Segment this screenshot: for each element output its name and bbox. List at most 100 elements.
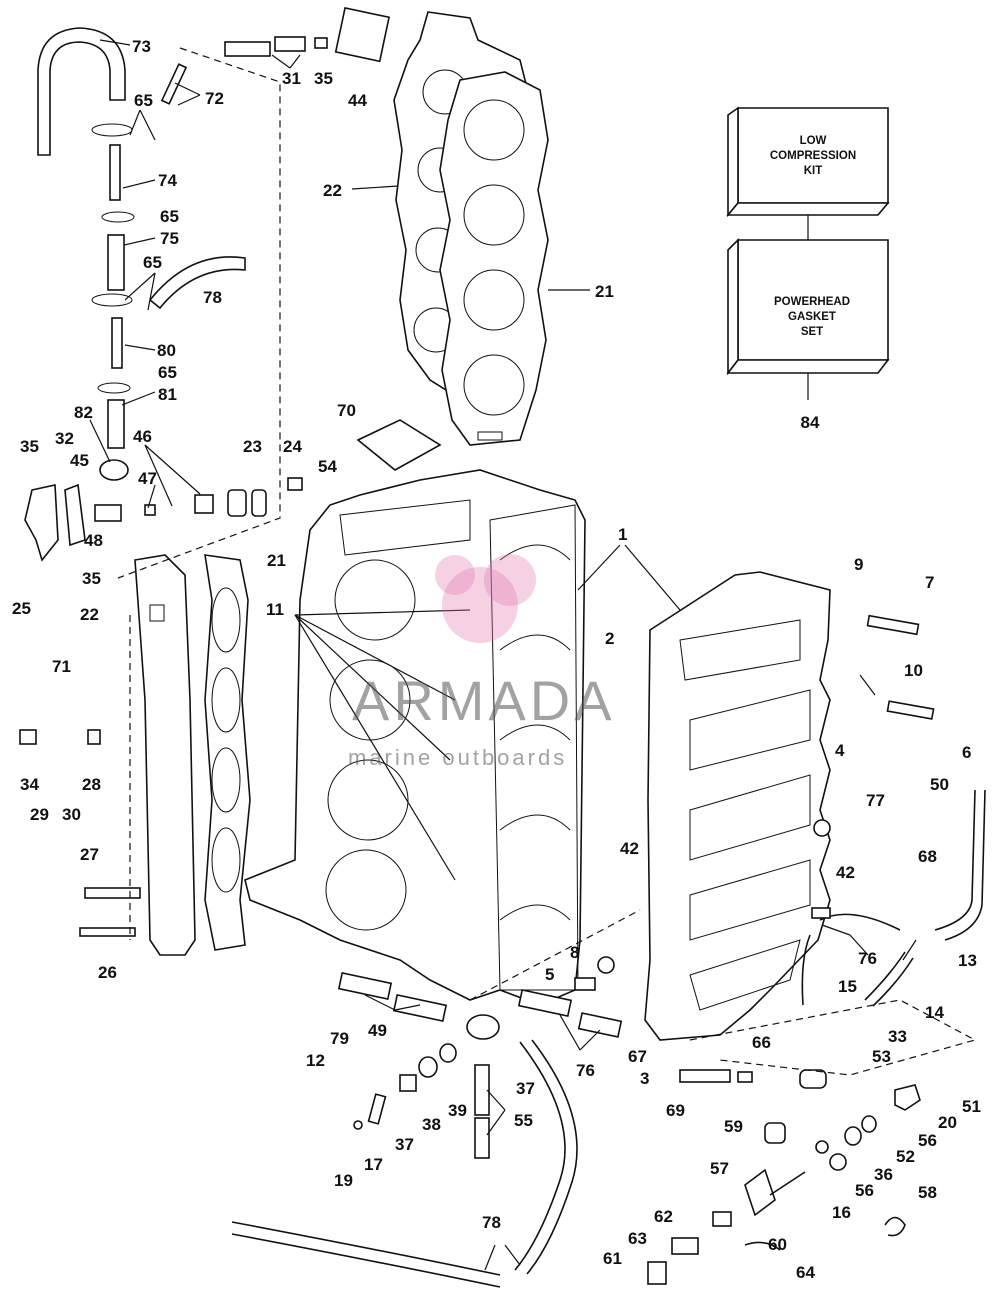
callout-53: 53 [872, 1047, 891, 1066]
callout-25: 25 [12, 599, 31, 618]
callout-44: 44 [348, 91, 367, 110]
callout-24: 24 [283, 437, 302, 456]
callout-30: 30 [62, 805, 81, 824]
callout-22-top: 22 [323, 181, 342, 200]
callout-54: 54 [318, 457, 337, 476]
callout-34: 34 [20, 775, 39, 794]
callout-56-b: 56 [855, 1181, 874, 1200]
callout-22-left: 22 [80, 605, 99, 624]
low-compression-kit-line-2: COMPRESSION [770, 150, 856, 162]
callout-47: 47 [138, 469, 157, 488]
callout-37-left: 37 [395, 1135, 414, 1154]
watermark-tagline: marine outboards [348, 745, 567, 770]
callout-63: 63 [628, 1229, 647, 1248]
callout-36: 36 [874, 1165, 893, 1184]
small-parts [19, 6, 935, 1285]
watermark: ARMADA marine outboards [348, 554, 616, 770]
callout-84: 84 [801, 413, 820, 432]
callout-2: 2 [605, 629, 614, 648]
callout-19: 19 [334, 1171, 353, 1190]
callout-65-a: 65 [134, 91, 153, 110]
callout-79: 79 [330, 1029, 349, 1048]
low-compression-kit-line-3: KIT [804, 165, 823, 177]
callout-76-mid: 76 [576, 1061, 595, 1080]
callout-82: 82 [74, 403, 93, 422]
callout-21-left: 21 [267, 551, 286, 570]
callout-4: 4 [835, 741, 845, 760]
callout-38: 38 [422, 1115, 441, 1134]
hoses [37, 27, 986, 1288]
callout-35-mid: 35 [82, 569, 101, 588]
callout-26: 26 [98, 963, 117, 982]
callout-8: 8 [570, 943, 579, 962]
callout-31: 31 [282, 69, 301, 88]
callout-32: 32 [55, 429, 74, 448]
low-compression-kit-box: LOW COMPRESSION KIT 83 [726, 106, 890, 264]
callout-11: 11 [266, 600, 284, 619]
callout-10: 10 [904, 661, 923, 680]
callout-51: 51 [962, 1097, 981, 1116]
callout-70: 70 [337, 401, 356, 420]
callout-7: 7 [925, 573, 934, 592]
callout-65-d: 65 [158, 363, 177, 382]
callout-33: 33 [888, 1027, 907, 1046]
watermark-brand: ARMADA [352, 669, 616, 732]
callout-14: 14 [925, 1003, 944, 1022]
callout-65-c: 65 [143, 253, 162, 272]
head-gasket-top [439, 71, 549, 446]
callout-13: 13 [958, 951, 977, 970]
bypass-cover-left [134, 554, 196, 956]
callout-66: 66 [752, 1033, 771, 1052]
callout-72: 72 [205, 89, 224, 108]
callout-12: 12 [306, 1051, 325, 1070]
callout-numbers: 73 31 35 44 72 65 74 65 75 65 78 22 21 8… [12, 37, 981, 1282]
callout-64: 64 [796, 1263, 815, 1282]
callout-9: 9 [854, 555, 863, 574]
dashed-boundaries [117, 47, 977, 1076]
callout-52: 52 [896, 1147, 915, 1166]
callout-65-b: 65 [160, 207, 179, 226]
callout-1: 1 [618, 525, 627, 544]
callout-29: 29 [30, 805, 49, 824]
callout-77: 77 [866, 791, 885, 810]
callout-59: 59 [724, 1117, 743, 1136]
callout-60: 60 [768, 1235, 787, 1254]
callout-23: 23 [243, 437, 262, 456]
callout-45: 45 [70, 451, 89, 470]
callout-78-bottom: 78 [482, 1213, 501, 1232]
callout-80: 80 [157, 341, 176, 360]
callout-35-left: 35 [20, 437, 39, 456]
callout-50: 50 [930, 775, 949, 794]
callout-71: 71 [52, 657, 71, 676]
callout-28: 28 [82, 775, 101, 794]
callout-73: 73 [132, 37, 151, 56]
callout-48: 48 [84, 531, 103, 550]
callout-67: 67 [628, 1047, 647, 1066]
callout-57: 57 [710, 1159, 729, 1178]
callout-42-left: 42 [620, 839, 639, 858]
callout-49: 49 [368, 1021, 387, 1040]
callout-42-right: 42 [836, 863, 855, 882]
callout-20: 20 [938, 1113, 957, 1132]
callout-75: 75 [160, 229, 179, 248]
callout-46: 46 [133, 427, 152, 446]
callout-16: 16 [832, 1203, 851, 1222]
callout-35-top: 35 [314, 69, 333, 88]
callout-27: 27 [80, 845, 99, 864]
powerhead-gasket-line-3: SET [801, 326, 823, 338]
powerhead-gasket-set-box: POWERHEAD GASKET SET 84 [726, 238, 890, 432]
callout-39: 39 [448, 1101, 467, 1120]
callout-56-a: 56 [918, 1131, 937, 1150]
callout-37-right: 37 [516, 1079, 535, 1098]
crankcase [644, 571, 831, 1041]
leader-lines [89, 39, 917, 1271]
callout-62: 62 [654, 1207, 673, 1226]
callout-61: 61 [603, 1249, 622, 1268]
callout-69: 69 [666, 1101, 685, 1120]
callout-55: 55 [514, 1111, 533, 1130]
low-compression-kit-line-1: LOW [800, 135, 827, 147]
callout-76-right: 76 [858, 949, 877, 968]
callout-15: 15 [838, 977, 857, 996]
callout-3: 3 [640, 1069, 649, 1088]
